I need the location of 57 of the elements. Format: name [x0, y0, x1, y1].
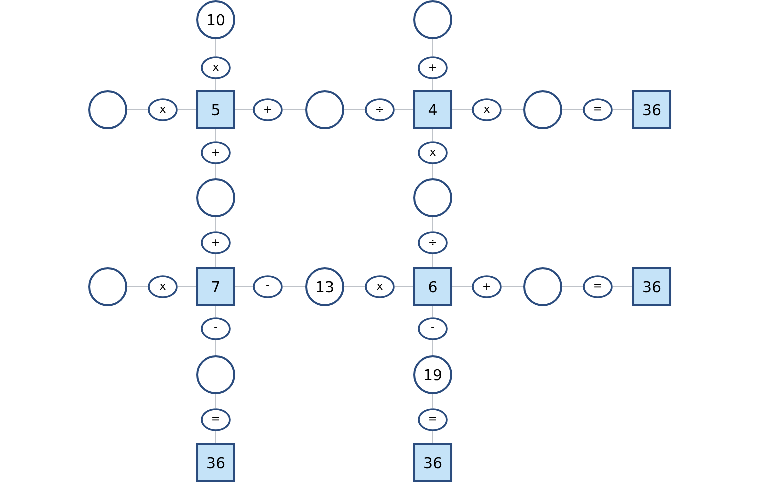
empty-circle [88, 268, 128, 306]
operator-oval: = [583, 276, 613, 298]
number-box: 36 [632, 90, 672, 130]
connector-line [562, 286, 584, 288]
operator-oval: - [418, 318, 448, 340]
connector-line [432, 129, 434, 142]
operator-oval: x [201, 56, 231, 80]
empty-circle [196, 356, 236, 394]
connector-line [432, 430, 434, 444]
operator-oval: x [472, 98, 502, 122]
empty-circle [414, 0, 452, 40]
operator-oval: - [201, 318, 231, 340]
empty-circle [88, 90, 128, 130]
connector-line [432, 394, 434, 410]
operator-oval: ÷ [418, 232, 448, 254]
connector-line [344, 286, 366, 288]
connector-line [235, 286, 254, 288]
number-box: 36 [632, 268, 672, 306]
empty-circle [524, 268, 562, 306]
operator-oval: + [201, 232, 231, 254]
connector-line [452, 286, 473, 288]
empty-circle [524, 90, 562, 130]
connector-line [432, 78, 434, 91]
connector-line [432, 306, 434, 318]
number-box: 4 [414, 90, 452, 130]
connector-line [432, 340, 434, 356]
connector-line [394, 286, 414, 288]
empty-circle [414, 178, 452, 218]
operator-oval: x [148, 276, 178, 298]
connector-line [127, 286, 149, 288]
operator-oval: = [583, 98, 613, 122]
number-box: 6 [414, 268, 452, 306]
operator-oval: - [253, 276, 283, 298]
operator-oval: + [418, 56, 448, 80]
operator-oval: = [201, 408, 231, 432]
empty-circle [306, 90, 344, 130]
connector-line [432, 254, 434, 268]
operator-oval: x [148, 98, 178, 122]
operator-oval: x [365, 276, 395, 298]
operator-oval: + [253, 98, 283, 122]
connector-line [432, 39, 434, 58]
operator-oval: + [472, 276, 502, 298]
empty-circle [196, 178, 236, 218]
number-box: 36 [196, 444, 236, 482]
operator-oval: x [418, 142, 448, 164]
operator-oval: + [201, 142, 231, 164]
number-box: 5 [196, 90, 236, 130]
operator-oval: = [418, 408, 448, 432]
number-box: 36 [414, 444, 452, 482]
connector-line [432, 217, 434, 232]
connector-line [501, 286, 524, 288]
connector-line [282, 286, 306, 288]
operator-oval: ÷ [365, 98, 395, 122]
connector-line [432, 164, 434, 179]
number-box: 7 [196, 268, 236, 306]
connector-line [612, 286, 633, 288]
connector-line [177, 286, 197, 288]
